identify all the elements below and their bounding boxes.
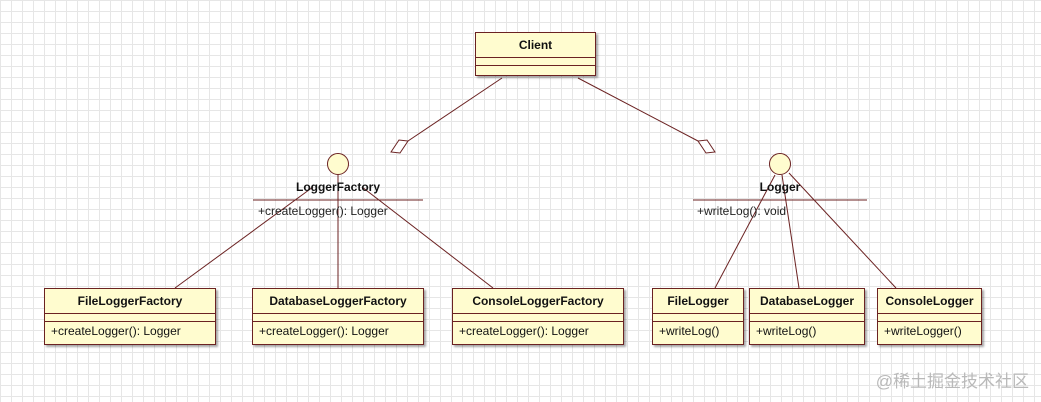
console-logger-class[interactable]: ConsoleLogger +writeLogger() — [877, 288, 982, 345]
attributes-compartment — [878, 314, 981, 322]
aggregation-line-client-logger — [577, 77, 699, 142]
watermark-text: @稀土掘金技术社区 — [875, 372, 1029, 391]
logger-factory-interface-name[interactable]: LoggerFactory — [295, 180, 380, 194]
class-name: DatabaseLogger — [750, 289, 864, 314]
attributes-compartment — [750, 314, 864, 322]
file-logger-factory-class[interactable]: FileLoggerFactory +createLogger(): Logge… — [44, 288, 216, 345]
database-logger-class[interactable]: DatabaseLogger +writeLog() — [749, 288, 865, 345]
class-name: DatabaseLoggerFactory — [253, 289, 423, 314]
attributes-compartment — [253, 314, 423, 322]
realization-console-logger — [788, 172, 897, 289]
class-operation: +createLogger(): Logger — [51, 324, 181, 338]
class-operation: +writeLog() — [659, 324, 720, 338]
logger-factory-interface-icon — [327, 153, 349, 175]
realization-console-logger-factory — [361, 186, 494, 289]
realization-file-logger — [714, 174, 776, 289]
aggregation-line-client-factory — [407, 77, 503, 142]
class-operation: +writeLog() — [756, 324, 817, 338]
logger-operation: +writeLog(): void — [697, 204, 787, 218]
class-name: FileLoggerFactory — [45, 289, 215, 314]
class-name: ConsoleLogger — [878, 289, 981, 314]
aggregation-diamond-factory — [390, 139, 409, 154]
client-class[interactable]: Client — [475, 32, 596, 76]
realization-database-logger — [781, 174, 800, 289]
attributes-compartment — [653, 314, 743, 322]
class-operation: +createLogger(): Logger — [459, 324, 589, 338]
realization-file-logger-factory — [174, 186, 314, 289]
class-operation: +createLogger(): Logger — [259, 324, 389, 338]
file-logger-class[interactable]: FileLogger +writeLog() — [652, 288, 744, 345]
logger-interface-name[interactable]: Logger — [759, 180, 801, 194]
database-logger-factory-class[interactable]: DatabaseLoggerFactory +createLogger(): L… — [252, 288, 424, 345]
class-name: FileLogger — [653, 289, 743, 314]
class-name: Client — [476, 33, 595, 58]
aggregation-diamond-logger — [697, 139, 716, 154]
class-name: ConsoleLoggerFactory — [453, 289, 623, 314]
class-operation: +writeLogger() — [884, 324, 962, 338]
logger-interface-icon — [769, 153, 791, 175]
attributes-compartment — [476, 58, 595, 66]
attributes-compartment — [453, 314, 623, 322]
attributes-compartment — [45, 314, 215, 322]
console-logger-factory-class[interactable]: ConsoleLoggerFactory +createLogger(): Lo… — [452, 288, 624, 345]
logger-factory-operation: +createLogger(): Logger — [258, 204, 388, 218]
